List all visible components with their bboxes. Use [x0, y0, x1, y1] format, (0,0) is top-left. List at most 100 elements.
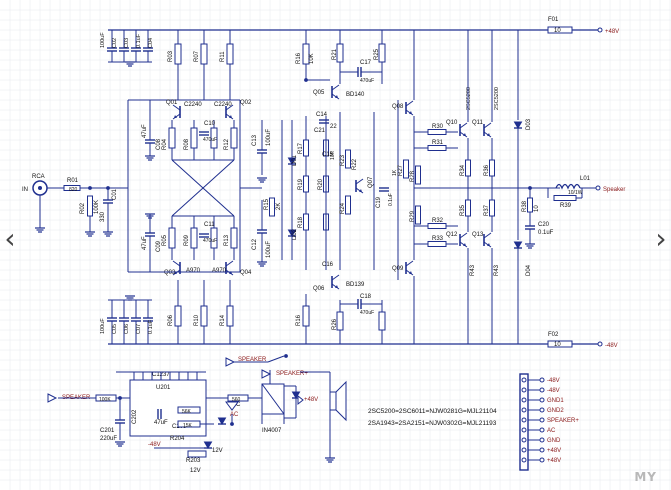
q06-label: Q06	[313, 286, 325, 292]
input-label: IN	[22, 187, 28, 193]
diff-r-mid-bot: R09	[184, 234, 190, 246]
emitter-r-a: R43	[470, 264, 476, 276]
q05-label: Q05	[313, 90, 325, 96]
r35-label: R35	[460, 204, 466, 216]
connector-pin-label: -48V	[547, 378, 560, 384]
r28-label: R28	[410, 170, 416, 182]
connector-pin	[521, 397, 527, 403]
prot-r15k-a: 15K	[183, 423, 193, 429]
q12-label: Q12	[446, 232, 458, 238]
c21-label: C21	[314, 128, 326, 134]
r36-label: R36	[484, 164, 490, 176]
l01-label: L01	[580, 176, 591, 182]
watermark: MY	[634, 470, 657, 484]
r01-ref: R01	[67, 178, 79, 184]
prot-c203-value: 47uF	[154, 420, 168, 426]
q03-label: Q03	[164, 270, 176, 276]
connector-pin-terminal	[539, 397, 545, 403]
prot-c-label: C	[236, 402, 241, 408]
r38-value: 10	[534, 205, 540, 212]
loudspeaker-cone-icon	[335, 380, 347, 422]
speaker-top-flag-icon	[225, 357, 236, 367]
loudspeaker-body-icon	[329, 391, 337, 411]
connector-pin-label: -48V	[547, 388, 560, 394]
diff-r-top: R03	[168, 50, 174, 62]
connector-pin-terminal	[539, 447, 545, 453]
r23-label: R23	[340, 154, 346, 166]
r17-label: R17	[298, 142, 304, 154]
q09-label: Q09	[392, 266, 404, 272]
r21-label: R21	[332, 48, 338, 60]
r01-value: 820	[69, 187, 78, 193]
filter-cap-top-label: 100uF	[100, 32, 106, 48]
r24-label: R24	[340, 202, 346, 214]
q04-type: A970	[212, 268, 227, 274]
connector-pin-terminal	[539, 387, 545, 393]
pos-rail-terminal	[597, 27, 603, 33]
c10-value: 470uF	[203, 137, 217, 143]
diff-r-mid: R08	[184, 138, 190, 150]
connector-pin	[521, 437, 527, 443]
r02-value: 100K	[94, 200, 100, 214]
r16-value: 10K	[309, 53, 315, 64]
npn-type-a: 2SC5200	[466, 87, 472, 110]
r15-value: 2K	[276, 203, 282, 210]
diff-r-mid-bot: R05	[162, 234, 168, 246]
connector-pin-terminal	[539, 437, 545, 443]
rca-label: RCA	[32, 174, 45, 180]
speaker-plus-flag-icon	[261, 369, 272, 379]
fuse-f01-value: 10	[554, 28, 561, 34]
bd139-label: BD139	[346, 282, 365, 288]
d01-label: D01	[292, 154, 298, 166]
c09-value: 47uF	[142, 236, 148, 250]
c12-value: 100uF	[266, 241, 272, 258]
prot-v48-pos: +48V	[304, 397, 318, 403]
r31-label: R31	[432, 140, 444, 146]
d03-label: D03	[526, 118, 532, 130]
prot-r56k: 56K	[182, 409, 192, 415]
r02-ref: R02	[80, 202, 86, 214]
connector-pin	[521, 407, 527, 413]
prot-speaker-plus: SPEAKER+	[276, 371, 308, 377]
d02-label: D02	[292, 228, 298, 240]
r15-ref: R15	[264, 198, 270, 210]
speaker-terminal	[595, 185, 601, 191]
equivalents-note-npn: 2SC5200=2SC6011=NJW0281G=MJL21104	[368, 408, 497, 415]
previous-image-arrow-icon[interactable]: ‹	[4, 222, 16, 255]
r16b-ref: R16	[296, 314, 302, 326]
connector-pin-label: SPEAKER+	[547, 418, 579, 424]
speaker-in-flag-icon	[47, 393, 58, 403]
speaker-out-label: Speaker	[603, 187, 625, 193]
filter-cap-bottom-label: C06	[124, 324, 130, 334]
c18-ref: C18	[360, 294, 372, 300]
c20-ref: C20	[538, 222, 550, 228]
d04-label: D04	[526, 264, 532, 276]
q13-label: Q13	[472, 232, 484, 238]
prot-r204: R204	[170, 436, 185, 442]
diff-r-top: R11	[220, 51, 226, 62]
equivalents-notes: 2SC5200=2SC6011=NJW0281G=MJL211042SA1943…	[368, 408, 497, 427]
r32-label: R32	[432, 218, 444, 224]
next-image-arrow-icon[interactable]: ›	[655, 222, 667, 255]
c17-ref: C17	[360, 60, 372, 66]
r33-label: R33	[432, 236, 444, 242]
filter-cap-bottom-label: C07	[136, 324, 142, 334]
q03-type: A970	[186, 268, 201, 274]
r26-label: R26	[332, 318, 338, 330]
prot-c201-value: 220uF	[100, 436, 117, 442]
prot-v48-neg: -48V	[148, 442, 161, 448]
r39-ref: R39	[560, 203, 572, 209]
q01-type: C2240	[184, 102, 202, 108]
connector-pin-label: GND	[547, 438, 561, 444]
connector-pin	[521, 377, 527, 383]
connector-pin	[521, 387, 527, 393]
filter-cap-top-label: C04	[148, 38, 154, 48]
fuse-f02-ref: F02	[548, 332, 559, 338]
diff-r-mid: R04	[162, 138, 168, 150]
